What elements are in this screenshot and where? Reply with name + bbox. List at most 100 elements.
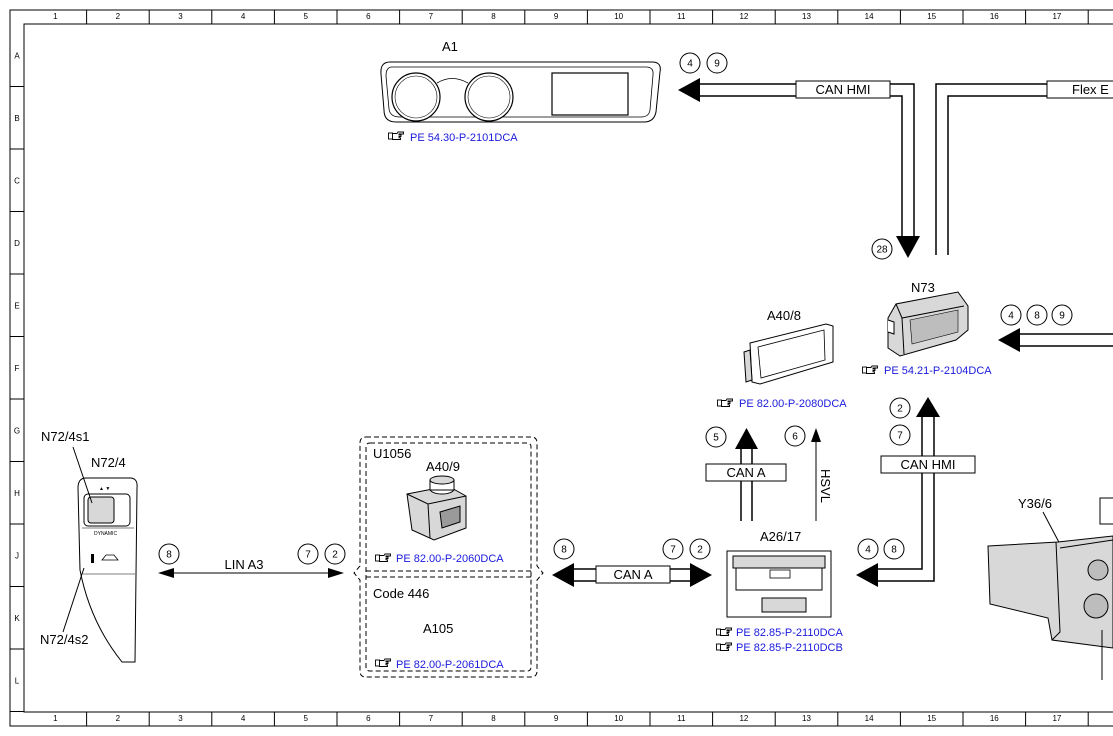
marker-number: 2 [332, 550, 338, 561]
grid-column-label: 10 [614, 12, 623, 21]
marker-number: 7 [897, 431, 903, 442]
u1056-group: U1056 A40/9 PE 82.00-P-2060DCA Code 446 … [353, 436, 544, 678]
can-a-bottom-label: CAN A [613, 567, 652, 582]
grid-row-label: A [14, 51, 20, 60]
a26-17-ref1-link[interactable]: PE 82.85-P-2110DCA [736, 627, 843, 639]
can-hmi-top-label: CAN HMI [816, 82, 871, 97]
svg-text:▲ ▼: ▲ ▼ [99, 486, 110, 492]
grid-row-label: J [15, 551, 19, 560]
n73-label: N73 [911, 280, 935, 295]
hand-pointer-icon [862, 365, 878, 374]
grid-row-label: B [14, 114, 19, 123]
connection-marker: 8 [553, 538, 575, 560]
signal-labels: CAN HMI Flex E CAN A HSVL CAN HMI CAN A … [224, 80, 1113, 584]
hand-pointer-icon [716, 642, 732, 651]
a26-17-unit: A26/17 PE 82.85-P-2110DCA PE 82.85-P-211… [716, 529, 843, 654]
grid-column-label: 17 [1052, 12, 1061, 21]
grid-column-label: 1 [53, 714, 58, 723]
connection-marker: 9 [1051, 304, 1073, 326]
a26-17-ref2-link[interactable]: PE 82.85-P-2110DCB [736, 642, 843, 654]
connection-marker: 4 [1000, 304, 1022, 326]
connection-marker: 8 [883, 538, 905, 560]
marker-number: 2 [697, 545, 703, 556]
connection-marker: 7 [889, 424, 911, 446]
a40-9-label: A40/9 [426, 459, 460, 474]
sheet-frame [9, 9, 1113, 727]
grid-row-label: H [14, 489, 20, 498]
connection-marker: 2 [689, 538, 711, 560]
grid-column-label: 15 [927, 12, 936, 21]
grid-row-label: D [14, 239, 20, 248]
marker-number: 9 [1059, 311, 1065, 322]
marker-number: 5 [713, 433, 719, 444]
n72-4s2-label: N72/4s2 [40, 632, 88, 647]
a1-instrument-cluster: A1 PE 54.30-P-2101DCA [380, 39, 661, 144]
grid-column-label: 1 [53, 12, 58, 21]
hand-pointer-icon [375, 658, 391, 667]
a40-8-display: A40/8 PE 82.00-P-2080DCA [717, 308, 847, 410]
grid-column-label: 16 [990, 12, 999, 21]
a26-17-label: A26/17 [760, 529, 801, 544]
can-a-vertical-label: CAN A [726, 465, 765, 480]
marker-number: 28 [876, 245, 888, 256]
grid-column-label: 17 [1052, 714, 1061, 723]
marker-number: 4 [687, 59, 693, 70]
y36-6-unit: Y36/6 [987, 496, 1113, 680]
marker-number: 9 [714, 59, 720, 70]
grid-column-label: 7 [429, 714, 434, 723]
grid-column-label: 12 [739, 714, 748, 723]
hand-pointer-icon [388, 131, 404, 140]
marker-number: 8 [1034, 311, 1040, 322]
n72-4-label: N72/4 [91, 455, 126, 470]
a40-8-ref-link[interactable]: PE 82.00-P-2080DCA [739, 398, 847, 410]
grid-column-label: 9 [554, 714, 559, 723]
grid-column-label: 6 [366, 12, 371, 21]
a1-label: A1 [442, 39, 458, 54]
grid-column-label: 5 [303, 12, 308, 21]
connection-marker: 9 [706, 52, 728, 74]
car-icon [101, 554, 119, 561]
grid-column-label: 5 [303, 714, 308, 723]
hand-pointer-icon [375, 553, 391, 562]
connection-marker: 5 [705, 426, 727, 448]
n73-ref-link[interactable]: PE 54.21-P-2104DCA [884, 365, 992, 377]
grid-row-label: K [14, 614, 20, 623]
n72-4s1-label: N72/4s1 [41, 429, 89, 444]
connection-marker: 7 [662, 538, 684, 560]
a40-9-part [406, 475, 467, 541]
u1056-label: U1056 [373, 446, 411, 461]
a1-ref-link[interactable]: PE 54.30-P-2101DCA [410, 132, 518, 144]
grid-row-label: L [15, 676, 20, 685]
grid-column-label: 8 [491, 12, 496, 21]
marker-number: 6 [792, 432, 798, 443]
grid-column-label: 14 [865, 12, 874, 21]
grid-ruler: 1122334455667788991010111112121313141415… [10, 10, 1089, 726]
grid-column-label: 13 [802, 12, 811, 21]
grid-row-label: E [14, 301, 19, 310]
marker-number: 7 [305, 550, 311, 561]
connection-marker: 28 [871, 238, 893, 260]
a105-ref-link[interactable]: PE 82.00-P-2061DCA [396, 659, 504, 671]
code-446-label: Code 446 [373, 586, 429, 601]
dynamic-button-text: DYNAMIC [94, 531, 117, 537]
grid-column-label: 11 [677, 12, 686, 21]
marker-number: 8 [891, 545, 897, 556]
grid-row-label: F [15, 364, 20, 373]
n73-unit: N73 PE 54.21-P-2104DCA [862, 280, 992, 377]
marker-number: 4 [1008, 311, 1014, 322]
y36-6-label: Y36/6 [1018, 496, 1052, 511]
connection-marker: 7 [297, 543, 319, 565]
hand-pointer-icon [717, 398, 733, 407]
connection-marker: 8 [158, 543, 180, 565]
grid-column-label: 4 [241, 12, 246, 21]
hsvl-label: HSVL [818, 469, 833, 503]
wires [158, 78, 1113, 587]
a105-label: A105 [423, 621, 453, 636]
a40-9-ref-link[interactable]: PE 82.00-P-2060DCA [396, 553, 504, 565]
grid-column-label: 8 [491, 714, 496, 723]
n72-4-switch-panel: N72/4s1 N72/4 ▲ ▼ DYNAMIC N72/4s2 [40, 429, 138, 663]
marker-number: 8 [166, 550, 172, 561]
grid-column-label: 9 [554, 12, 559, 21]
